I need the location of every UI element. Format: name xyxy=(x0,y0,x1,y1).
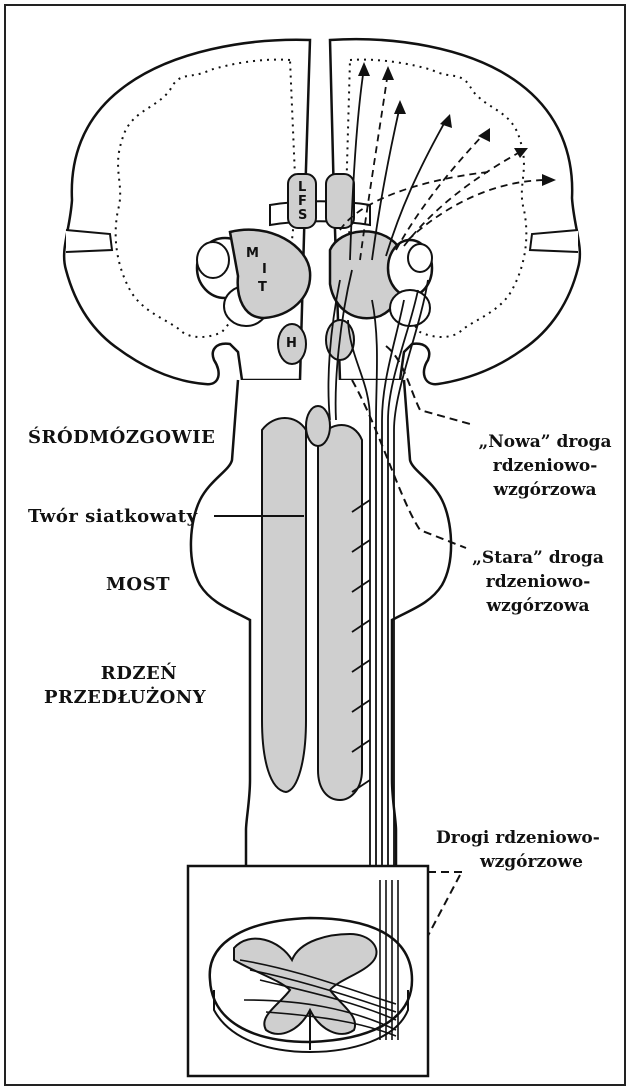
label-przedluzony: PRZEDŁUŻONY xyxy=(44,686,206,710)
spinothalamic-column xyxy=(318,425,362,800)
h-label: H xyxy=(286,336,297,351)
label-srodmozgowie: ŚRÓDMÓZGOWIE xyxy=(28,426,215,450)
label-twor-siatkowaty: Twór siatkowaty xyxy=(28,505,198,529)
lfs-label-f: F xyxy=(298,194,307,209)
lfs-label-l: L xyxy=(298,180,306,195)
label-stara-2: rdzeniowo- xyxy=(458,570,618,594)
right-thalamus xyxy=(330,231,432,326)
label-stara-1: „Stara” droga xyxy=(458,546,618,570)
label-most: MOST xyxy=(106,573,170,597)
mit-label-i: I xyxy=(262,262,267,277)
label-nowa-2: rdzeniowo- xyxy=(470,454,620,478)
label-stara-3: wzgórzowa xyxy=(458,594,618,618)
reticular-formation xyxy=(262,418,306,792)
label-rdzen: RDZEŃ xyxy=(84,662,194,686)
mit-label-m: M xyxy=(246,246,259,261)
mit-label-t: T xyxy=(258,280,267,295)
lfs-label-s: S xyxy=(298,208,307,223)
label-nowa-3: wzgórzowa xyxy=(470,478,620,502)
label-drogi-1: Drogi rdzeniowo- xyxy=(436,826,600,850)
label-nowa-1: „Nowa” droga xyxy=(470,430,620,454)
label-drogi-2: wzgórzowe xyxy=(480,850,583,874)
